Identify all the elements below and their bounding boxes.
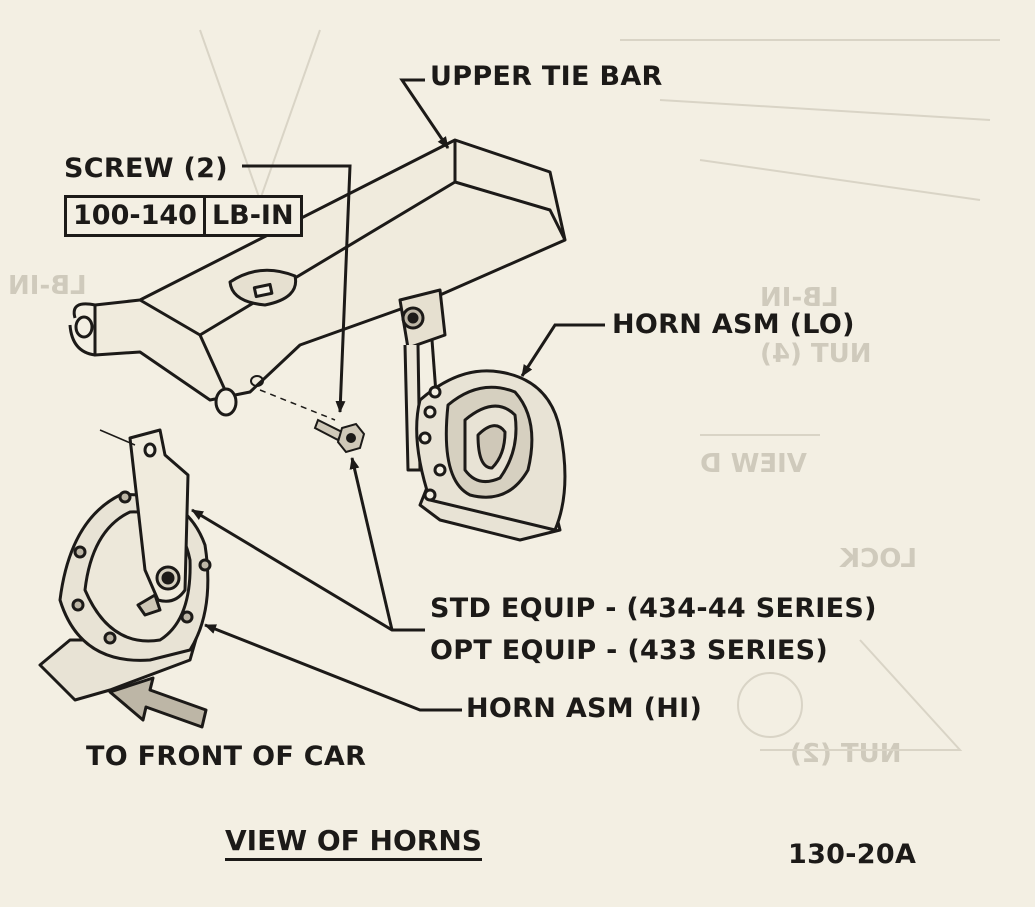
figure-number: 130-20A [788,839,917,870]
bleed-through-lines [199,29,1000,751]
horn-lo [415,369,567,542]
label-horn-hi: HORN ASM (HI) [466,693,703,724]
leader-lines [191,78,605,712]
leader-std-opt-2 [349,457,394,631]
torque-spec-box: 100-140 LB-IN [64,195,303,237]
torque-unit: LB-IN [211,200,294,231]
leader-horn-hi [204,623,462,712]
leader-horn-lo [520,323,605,377]
front-arrow [108,676,208,729]
label-upper-tie-bar: UPPER TIE BAR [430,61,663,92]
screw [313,418,366,454]
leader-screw [242,164,352,413]
torque-divider [202,198,206,234]
label-horn-lo: HORN ASM (LO) [612,309,855,340]
bolt-hole [250,375,264,387]
label-screw: SCREW (2) [64,153,228,184]
label-opt-equip: OPT EQUIP - (433 SERIES) [430,635,828,666]
torque-value: 100-140 [73,200,197,231]
horn-hi [38,428,212,702]
leader-upper-tie-bar [399,78,450,149]
label-std-equip: STD EQUIP - (434-44 SERIES) [430,593,877,624]
leader-std-opt-1 [191,508,425,632]
upper-tie-bar [68,138,567,472]
view-title: VIEW OF HORNS [225,824,482,861]
label-to-front: TO FRONT OF CAR [86,741,367,772]
